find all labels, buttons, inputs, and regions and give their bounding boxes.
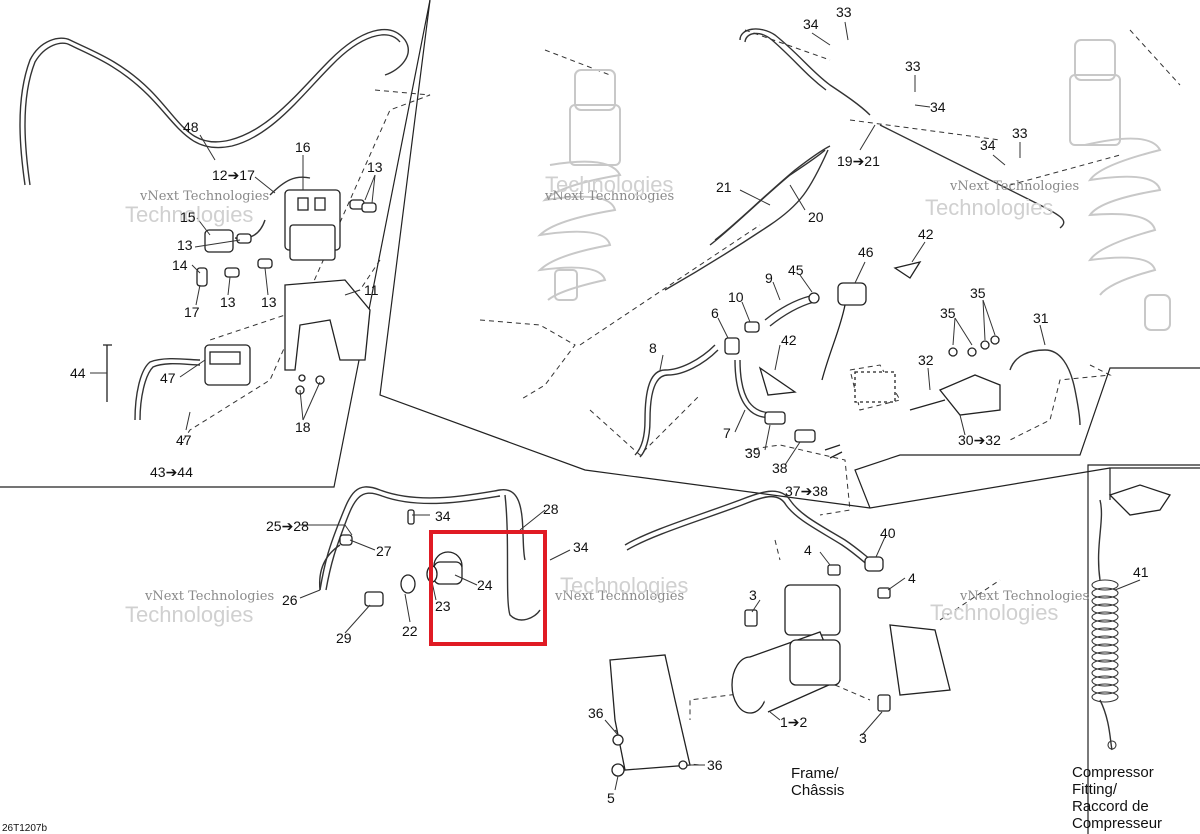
- callout-33: 33: [905, 58, 921, 74]
- watermark-brand: vNext Technologies: [139, 189, 269, 204]
- left-shock-absorber: [537, 69, 622, 301]
- callout-16: 16: [295, 139, 311, 155]
- compressor-note-line2: Fitting/: [1072, 781, 1118, 798]
- callout-35: 35: [970, 285, 986, 301]
- callout-13: 13: [261, 294, 277, 310]
- callout-11: 11: [364, 282, 379, 298]
- watermark-brand: vNext Technologies: [544, 189, 674, 204]
- callout-34: 34: [930, 99, 946, 115]
- leader-lines-dashed: [179, 29, 1181, 766]
- callout-10: 10: [728, 289, 744, 305]
- watermark-large: Technologies: [545, 172, 673, 197]
- callout-15: 15: [180, 209, 196, 225]
- callout-42: 42: [918, 226, 934, 242]
- callout-36: 36: [588, 705, 604, 721]
- callout-31: 31: [1033, 310, 1049, 326]
- callout-43-44: 43➔44: [150, 464, 193, 480]
- callout-35: 35: [940, 305, 956, 321]
- callout-leaders: [90, 21, 1141, 791]
- callout-38: 38: [772, 460, 788, 476]
- callout-40: 40: [880, 525, 896, 541]
- callout-34: 34: [435, 508, 451, 524]
- watermark-brand: vNext Technologies: [554, 589, 684, 604]
- callout-4: 4: [908, 570, 916, 586]
- callout-9: 9: [765, 270, 773, 286]
- callout-3: 3: [859, 730, 867, 746]
- callout-47: 47: [176, 432, 192, 448]
- callout-27: 27: [376, 543, 392, 559]
- callout-3: 3: [749, 587, 757, 603]
- callout-19-21: 19➔21: [837, 153, 880, 169]
- callout-14: 14: [172, 257, 188, 273]
- callout-13: 13: [367, 159, 383, 175]
- callout-39: 39: [745, 445, 761, 461]
- watermark-large: Technologies: [925, 195, 1053, 220]
- callout-48: 48: [183, 119, 199, 135]
- callout-26: 26: [282, 592, 298, 608]
- highlight-box-part-24: [429, 530, 547, 646]
- frame-note-line2: Châssis: [791, 782, 844, 799]
- components: [103, 189, 1172, 777]
- callout-8: 8: [649, 340, 657, 356]
- watermark-brand: vNext Technologies: [144, 589, 274, 604]
- callout-18: 18: [295, 419, 311, 435]
- callout-17: 17: [184, 304, 200, 320]
- notes: Frame/ Châssis Compressor Fitting/ Racco…: [2, 764, 1162, 834]
- compressor-note-line1: Compressor: [1072, 764, 1154, 781]
- watermark-large: Technologies: [125, 202, 253, 227]
- section-lines: [379, 0, 1200, 509]
- callout-41: 41: [1133, 564, 1149, 580]
- watermark-large: Technologies: [930, 600, 1058, 625]
- watermarks: vNext Technologies Technologies vNext Te…: [125, 172, 1089, 627]
- callout-23: 23: [435, 598, 451, 614]
- callout-21: 21: [716, 179, 732, 195]
- hoses: [19, 28, 1113, 751]
- callout-6: 6: [711, 305, 719, 321]
- callout-33: 33: [836, 4, 852, 20]
- compressor-note-line4: Compresseur: [1072, 815, 1162, 832]
- callout-12-17: 12➔17: [212, 167, 255, 183]
- right-shock-absorber: [1069, 39, 1171, 331]
- coiled-hose: [1091, 579, 1119, 750]
- callout-1-2: 1➔2: [780, 714, 808, 730]
- drawing-code: 26T1207b: [2, 823, 47, 834]
- callout-46: 46: [858, 244, 874, 260]
- watermark-large: Technologies: [125, 602, 253, 627]
- callout-36: 36: [707, 757, 723, 773]
- callout-13: 13: [220, 294, 236, 310]
- callout-29: 29: [336, 630, 352, 646]
- callout-37-38: 37➔38: [785, 483, 828, 499]
- callout-5: 5: [607, 790, 615, 806]
- callout-33: 33: [1012, 125, 1028, 141]
- callout-24: 24: [477, 577, 493, 593]
- callout-42: 42: [781, 332, 797, 348]
- callout-25-28: 25➔28: [266, 518, 309, 534]
- callout-20: 20: [808, 209, 824, 225]
- callout-34: 34: [980, 137, 996, 153]
- callout-13: 13: [177, 237, 193, 253]
- callout-22: 22: [402, 623, 418, 639]
- callout-34: 34: [573, 539, 589, 555]
- callout-30-32: 30➔32: [958, 432, 1001, 448]
- callout-labels: 48 16 12➔17 13 15 13 14 13 13 17 11 44 4…: [70, 4, 1149, 806]
- compressor-note-line3: Raccord de: [1072, 798, 1149, 815]
- callout-34: 34: [803, 16, 819, 32]
- callout-4: 4: [804, 542, 812, 558]
- watermark-brand: vNext Technologies: [959, 589, 1089, 604]
- callout-7: 7: [723, 425, 731, 441]
- callout-28: 28: [543, 501, 559, 517]
- frame-note-line1: Frame/: [791, 765, 839, 782]
- watermark-large: Technologies: [560, 573, 688, 598]
- callout-47: 47: [160, 370, 176, 386]
- callout-32: 32: [918, 352, 934, 368]
- watermark-brand: vNext Technologies: [949, 179, 1079, 194]
- callout-45: 45: [788, 262, 804, 278]
- callout-44: 44: [70, 365, 86, 381]
